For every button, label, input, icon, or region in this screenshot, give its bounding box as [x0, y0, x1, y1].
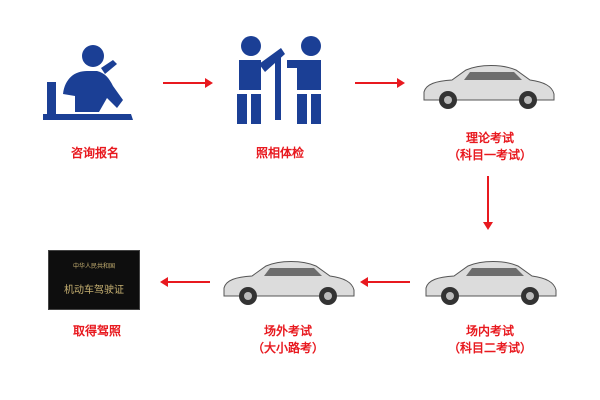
- car-icon: [425, 261, 557, 305]
- arrow-left-icon: [160, 277, 210, 287]
- arrow-down-icon: [483, 176, 493, 230]
- step-sub-field-exam: （科目二考试）: [447, 341, 532, 355]
- step-label-road-exam: 场外考试: [263, 324, 312, 338]
- arrow-right-icon: [163, 78, 213, 88]
- car-icon: [223, 261, 355, 305]
- car-icon: [423, 65, 555, 109]
- step-label-photo-check: 照相体检: [255, 146, 304, 160]
- consult-person-icon: [43, 45, 133, 120]
- step-label-field-exam: 场内考试: [465, 324, 514, 338]
- license-title: 机动车驾驶证: [64, 285, 124, 296]
- arrow-right-icon: [355, 78, 405, 88]
- step-sub-road-exam: （大小路考）: [251, 341, 324, 355]
- step-label-consult: 咨询报名: [70, 146, 119, 160]
- driver-license-icon: 中华人民共和国 机动车驾驶证: [48, 250, 140, 310]
- photo-medical-check-icon: [237, 36, 321, 124]
- step-label-theory-exam: 理论考试: [465, 131, 514, 145]
- step-label-get-license: 取得驾照: [72, 324, 121, 338]
- arrow-left-icon: [360, 277, 410, 287]
- license-header: 中华人民共和国: [72, 263, 115, 270]
- step-sub-theory-exam: （科目一考试）: [447, 148, 532, 162]
